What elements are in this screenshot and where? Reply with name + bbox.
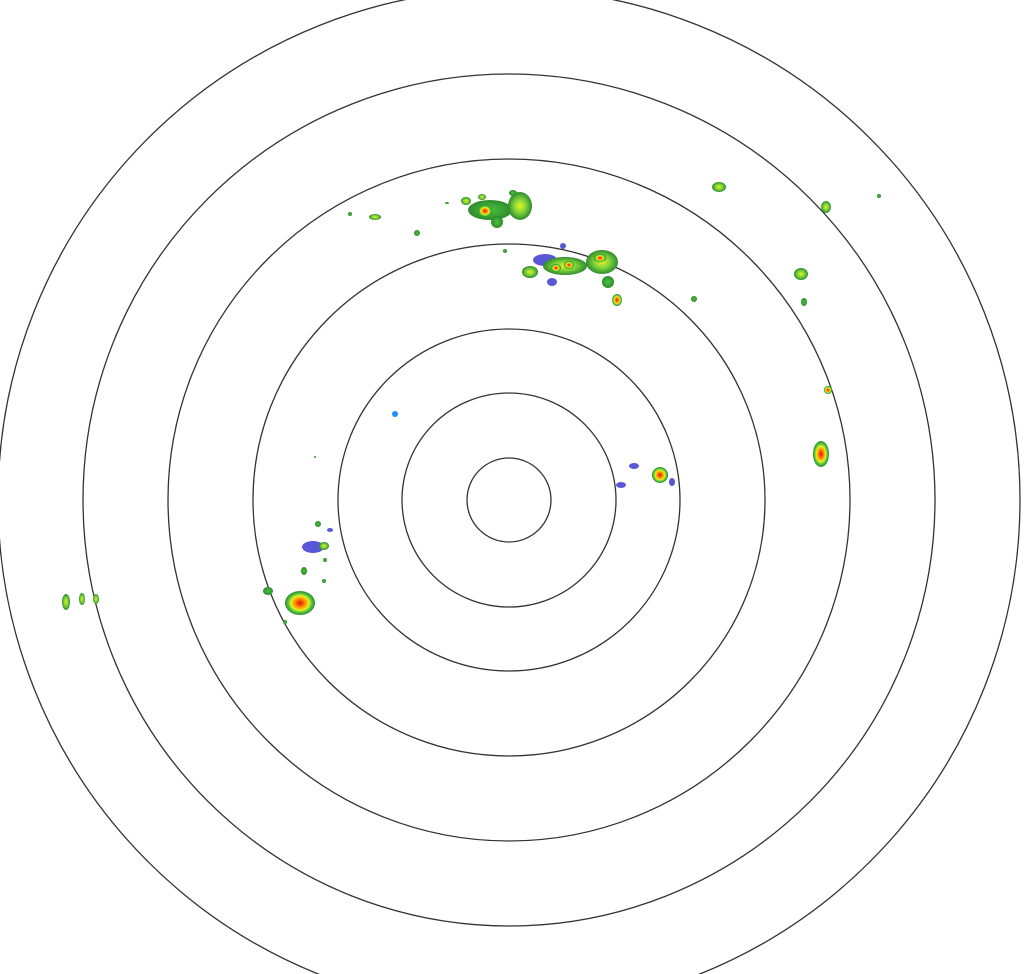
- echo-cell: [564, 261, 574, 269]
- echo-cell: [586, 250, 618, 274]
- echo-cell: [560, 243, 566, 249]
- echo-cell: [602, 276, 614, 288]
- echo-cell: [283, 620, 287, 624]
- range-ring-1: [466, 457, 552, 543]
- echo-cell: [314, 456, 316, 458]
- echo-cell: [616, 482, 626, 488]
- echo-cell: [503, 249, 507, 253]
- echo-cell: [509, 190, 517, 196]
- echo-cell: [478, 194, 486, 200]
- echo-cell: [302, 541, 324, 553]
- echo-cell: [445, 202, 449, 204]
- echo-cell: [414, 230, 420, 236]
- range-ring-2: [401, 392, 617, 608]
- range-ring-6: [82, 73, 936, 927]
- range-ring-4: [252, 243, 766, 757]
- echo-cell: [691, 296, 697, 302]
- echo-cell: [93, 594, 99, 604]
- echo-cell: [323, 558, 327, 562]
- echo-cell: [794, 268, 808, 280]
- echo-cell: [669, 478, 675, 486]
- echo-cell: [348, 212, 352, 216]
- echo-cell: [551, 264, 561, 272]
- echo-cell: [315, 521, 321, 527]
- echo-cell: [522, 266, 538, 278]
- echo-cell: [877, 194, 881, 198]
- precipitation-echoes: [62, 182, 881, 624]
- echo-cell: [392, 411, 398, 417]
- echo-cell: [327, 528, 333, 532]
- echo-cell: [824, 386, 832, 394]
- echo-cell: [263, 587, 273, 595]
- echo-cell: [62, 594, 70, 610]
- echo-cell: [322, 579, 326, 583]
- echo-cell: [712, 182, 726, 192]
- echo-cell: [369, 214, 381, 220]
- echo-cell: [652, 467, 668, 483]
- echo-cell: [629, 463, 639, 469]
- echo-cell: [813, 441, 829, 467]
- echo-cell: [285, 591, 315, 615]
- echo-cell: [301, 567, 307, 575]
- echo-cell: [79, 593, 85, 605]
- echo-cell: [478, 205, 492, 217]
- echo-cell: [547, 278, 557, 286]
- range-ring-5: [167, 158, 851, 842]
- echo-cell: [461, 197, 471, 205]
- echo-cell: [612, 294, 622, 306]
- echo-cell: [821, 201, 831, 213]
- range-ring-3: [337, 328, 681, 672]
- echo-cell: [594, 254, 606, 262]
- echo-cell: [491, 216, 503, 228]
- echo-cell: [508, 192, 532, 220]
- echo-cell: [319, 542, 329, 550]
- echo-cell: [801, 298, 807, 306]
